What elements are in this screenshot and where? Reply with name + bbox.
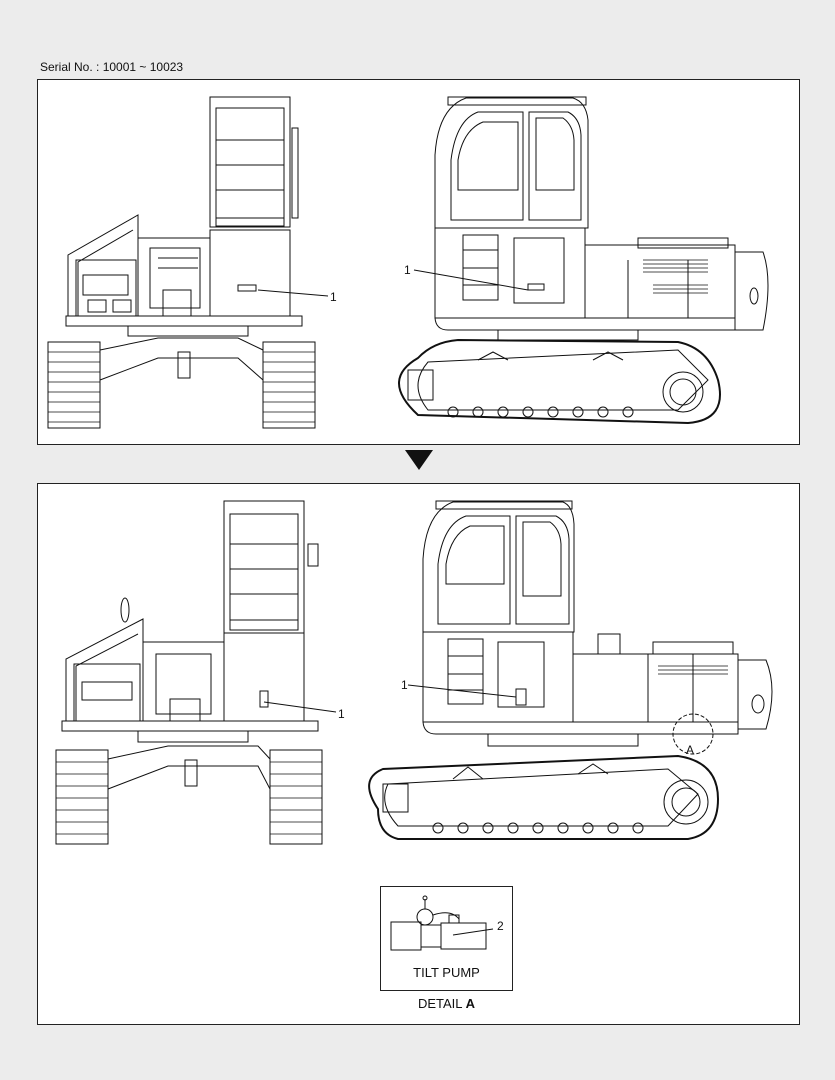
rear-callout-1: 1 bbox=[330, 290, 337, 304]
bottom-panel: 1 bbox=[37, 483, 800, 1025]
down-triangle-icon bbox=[405, 450, 433, 470]
detail-caption-prefix: DETAIL bbox=[417, 996, 466, 1011]
side-view-excavator bbox=[398, 96, 769, 425]
tilt-pump-drawing bbox=[390, 895, 494, 951]
top-drawing: 1 bbox=[47, 96, 769, 429]
detail-marker: A bbox=[686, 743, 694, 757]
detail-a-box: 2 TILT PUMP bbox=[380, 886, 513, 991]
tilt-pump-label: TILT PUMP bbox=[413, 965, 480, 980]
detail-caption-letter: A bbox=[465, 996, 476, 1011]
rear-view-excavator bbox=[55, 500, 337, 845]
serial-number: Serial No. : 10001 ~ 10023 bbox=[40, 60, 184, 74]
rear-callout-1: 1 bbox=[338, 707, 345, 721]
rear-view-excavator bbox=[47, 96, 329, 429]
side-callout-1: 1 bbox=[401, 678, 408, 692]
bottom-drawing: 1 bbox=[55, 500, 773, 845]
detail-callout-2: 2 bbox=[497, 919, 504, 933]
side-view-excavator bbox=[368, 500, 773, 840]
top-panel: 1 bbox=[37, 79, 800, 445]
side-callout-1: 1 bbox=[404, 263, 411, 277]
detail-caption: DETAIL A bbox=[380, 996, 513, 1011]
